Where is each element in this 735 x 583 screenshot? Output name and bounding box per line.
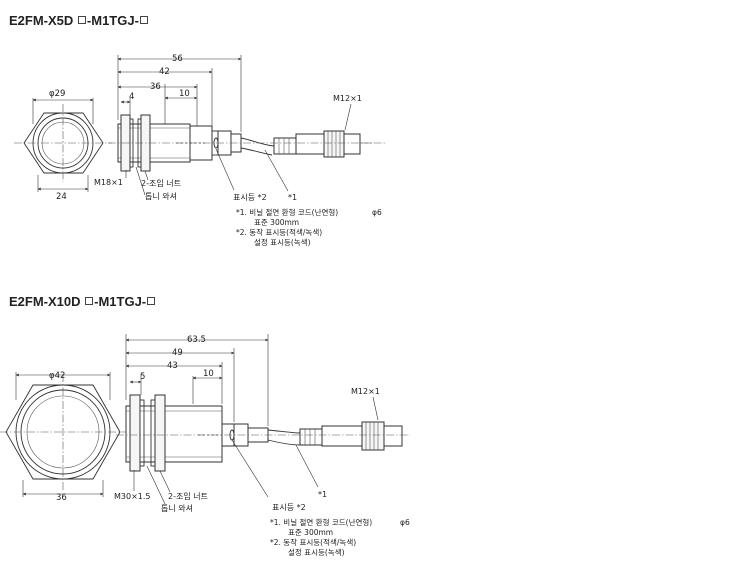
washer-label: 톱니 와셔 [161, 503, 193, 513]
length-10-label: 10 [203, 369, 214, 379]
svg-text:*1. 비닐 절연 환형 코드(난연형): *1. 비닐 절연 환형 코드(난연형) [270, 517, 372, 527]
note1-text: 비닐 절연 환형 코드(난연형) [249, 207, 338, 217]
front-view: φ29 24 [14, 89, 112, 202]
indicator-label: 표시등 *2 [233, 193, 267, 202]
section-2-title: E2FM-X10D -M1TGJ- [9, 294, 156, 309]
model-name: E2FM-X10D [9, 294, 85, 309]
notes: *1. 비닐 절연 환형 코드(난연형) φ6 표준 300mm *2. 동작 … [236, 207, 382, 247]
note1-diameter: φ6 [372, 208, 382, 217]
washer-label: 톱니 와셔 [145, 191, 177, 201]
length-5-label: 5 [140, 372, 145, 382]
notes: *1. 비닐 절연 환형 코드(난연형) φ6 표준 300mm *2. 동작 … [270, 517, 410, 557]
model-suffix: -M1TGJ- [86, 13, 139, 28]
side-view: 63.5 49 43 10 5 M12×1 M30×1.5 2-조임 너트 톱니… [114, 334, 410, 513]
hex-width-label: 24 [56, 192, 67, 202]
note2-mark: *2. [270, 538, 281, 547]
hex-width-label: 36 [56, 493, 67, 503]
cable-ref-label: *1 [318, 490, 327, 499]
cable-ref-label: *1 [288, 193, 297, 202]
section-1-title: E2FM-X5D -M1TGJ- [9, 13, 148, 28]
length-4-label: 4 [129, 92, 134, 102]
note2-text: 동작 표시등(적색/녹색) [283, 537, 356, 547]
nut-label: 2-조임 너트 [141, 178, 181, 188]
side-view: 56 42 36 10 4 M12×1 M18×1 2-조임 너트 톱니 와셔 [94, 54, 385, 202]
drawing-x5d: φ29 24 [14, 54, 385, 247]
option-box-icon [77, 16, 86, 24]
drawing-x10d: φ42 36 [0, 334, 410, 557]
option-box-icon [85, 297, 94, 305]
connector-thread-label: M12×1 [333, 94, 362, 103]
connector-thread-label: M12×1 [351, 387, 380, 396]
option-box-icon [147, 297, 156, 305]
diameter-label: φ42 [49, 371, 65, 381]
indicator-label: 표시등 *2 [272, 503, 306, 512]
note1-sub: 표준 300mm [254, 218, 299, 227]
length-56-label: 56 [172, 54, 183, 64]
model-suffix: -M1TGJ- [94, 294, 147, 309]
body-thread-label: M30×1.5 [114, 492, 151, 501]
note1-mark: *1. [236, 208, 247, 217]
svg-text:*1. 비닐 절연 환형 코드(난연형): *1. 비닐 절연 환형 코드(난연형) [236, 207, 338, 217]
note1-mark: *1. [270, 518, 281, 527]
note1-sub: 표준 300mm [288, 528, 333, 537]
note2-sub: 설정 표시등(녹색) [254, 237, 311, 247]
length-10-label: 10 [179, 89, 190, 99]
length-49-label: 49 [172, 348, 183, 358]
note2-sub: 설정 표시등(녹색) [288, 547, 345, 557]
diameter-label: φ29 [49, 89, 65, 99]
length-63-5-label: 63.5 [187, 335, 206, 345]
svg-text:*2. 동작 표시등(적색/녹색): *2. 동작 표시등(적색/녹색) [270, 537, 356, 547]
note2-mark: *2. [236, 228, 247, 237]
length-36-label: 36 [150, 82, 161, 92]
model-name: E2FM-X5D [9, 13, 77, 28]
nut-label: 2-조임 너트 [168, 491, 208, 501]
length-42-label: 42 [159, 67, 170, 77]
front-view: φ42 36 [0, 371, 127, 503]
option-box-icon [139, 16, 148, 24]
svg-text:*2. 동작 표시등(적색/녹색): *2. 동작 표시등(적색/녹색) [236, 227, 322, 237]
note2-text: 동작 표시등(적색/녹색) [249, 227, 322, 237]
note1-text: 비닐 절연 환형 코드(난연형) [283, 517, 372, 527]
note1-diameter: φ6 [400, 518, 410, 527]
length-43-label: 43 [167, 361, 178, 371]
body-thread-label: M18×1 [94, 178, 123, 187]
